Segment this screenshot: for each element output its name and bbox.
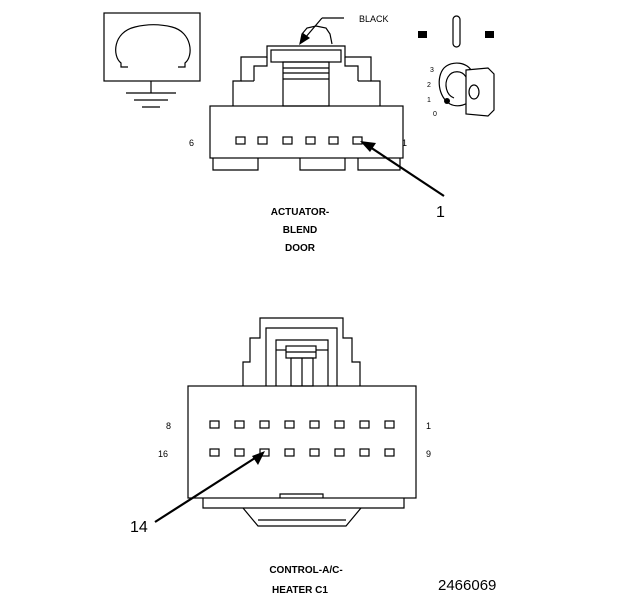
ignition-key-icon <box>418 15 495 117</box>
connector-title-line-2: HEATER C1 <box>272 585 328 596</box>
pin-label-row2-left: 16 <box>158 449 168 459</box>
connector-title-line-3: DOOR <box>285 243 316 254</box>
control-cavities-row-2 <box>209 448 395 457</box>
pin-label-row1-right: 1 <box>426 421 431 431</box>
connector-title-line-2: BLEND <box>283 225 317 236</box>
connector-title-line-1: CONTROL-A/C- <box>269 565 342 576</box>
control-cavities-row-1 <box>209 420 395 429</box>
key-position-2: 2 <box>427 82 431 89</box>
key-position-0: 0 <box>433 111 437 118</box>
key-position-3: 3 <box>430 67 434 74</box>
figure-number: 2466069 <box>438 577 496 594</box>
pin-label-left: 6 <box>189 138 194 148</box>
callout-arrow-1 <box>360 141 445 197</box>
key-position-1: 1 <box>427 97 431 104</box>
ohm-ground-symbol-icon <box>103 12 201 108</box>
color-pointer-arrow <box>299 17 344 45</box>
pin-label-row1-left: 8 <box>166 421 171 431</box>
connector-title-line-1: ACTUATOR- <box>271 207 330 218</box>
callout-number-14: 14 <box>130 519 148 536</box>
control-connector <box>187 317 417 527</box>
callout-arrow-14 <box>154 451 265 523</box>
connector-color-label: BLACK <box>359 14 389 24</box>
actuator-cavities <box>235 136 363 145</box>
pin-label-row2-right: 9 <box>426 449 431 459</box>
callout-number-1: 1 <box>436 204 445 221</box>
actuator-connector <box>209 25 404 171</box>
pin-label-right: 1 <box>402 138 407 148</box>
